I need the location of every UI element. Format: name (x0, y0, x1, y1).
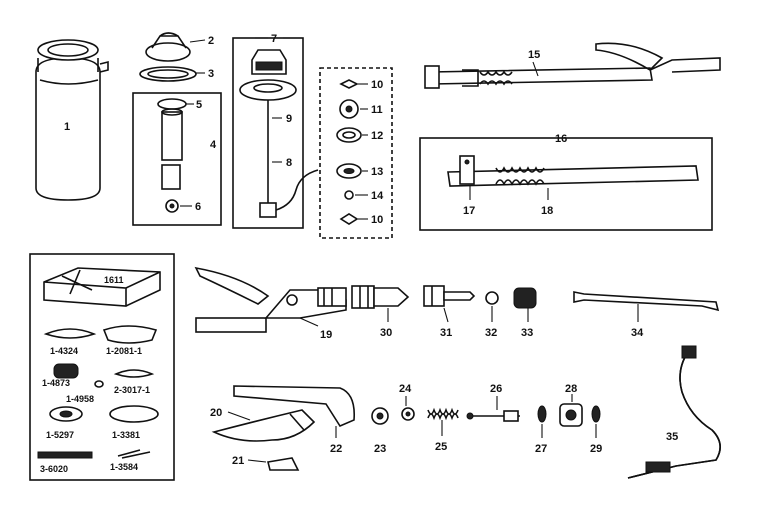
part-26-label: 26 (490, 383, 502, 395)
part-16-label: 16 (555, 133, 567, 145)
part-27-label: 27 (535, 443, 547, 455)
kit-part-1-2081-1-label: 1-2081-1 (106, 346, 142, 356)
part-15-wand-assembly: 15 (424, 42, 721, 89)
part-1-label: 1 (64, 121, 70, 133)
part-21-label: 21 (232, 455, 244, 467)
kit-part-1-4873-label: 1-4873 (42, 378, 70, 388)
part-33-label: 33 (521, 327, 533, 339)
part-32-label: 32 (485, 327, 497, 339)
part-1-tank: 1 (35, 39, 109, 201)
part-7-label: 7 (271, 33, 277, 45)
part-23-label: 23 (374, 443, 386, 455)
part-34-label: 34 (631, 327, 644, 339)
part-16-extension-box: 16 17 18 (419, 133, 713, 231)
part-19-shutoff-handle: 19 (194, 266, 347, 341)
kit-part-1-3584-label: 1-3584 (110, 462, 138, 472)
parts-30-34-fittings: 30 31 32 33 34 (351, 285, 720, 339)
part-2-label: 2 (208, 35, 214, 47)
part-4-pump-cylinder-box: 5 4 6 (132, 92, 222, 226)
kit-part-3-6020-label: 3-6020 (40, 464, 68, 474)
part-29-label: 29 (590, 443, 602, 455)
kit-part-1-5297-label: 1-5297 (46, 430, 74, 440)
part-31-label: 31 (440, 327, 452, 339)
part-6-label: 6 (195, 201, 201, 213)
part-12-label: 12 (371, 130, 383, 142)
part-14-label: 14 (371, 190, 384, 202)
kit-part-1-3381-label: 1-3381 (112, 430, 140, 440)
part-20-label: 20 (210, 407, 222, 419)
part-19-label: 19 (320, 329, 332, 341)
kit-part-1-4958-label: 1-4958 (66, 394, 94, 404)
parts-2-3-cap: 2 3 (139, 32, 214, 82)
parts-23-29-small: 23 24 25 26 27 28 29 (371, 383, 602, 455)
part-13-label: 13 (371, 166, 383, 178)
repair-kit-box: 1611 1-4324 1-2081-1 1-4873 1-4958 2-301… (29, 253, 175, 481)
part-22-label: 22 (330, 443, 342, 455)
part-35-hose: 35 (627, 345, 721, 479)
part-8-label: 8 (286, 157, 292, 169)
part-11-label: 11 (371, 104, 383, 116)
part-28-label: 28 (565, 383, 577, 395)
part-30-label: 30 (380, 327, 392, 339)
part-25-label: 25 (435, 441, 447, 453)
part-9-label: 9 (286, 113, 292, 125)
part-10-bottom-label: 10 (371, 214, 383, 226)
part-24-label: 24 (399, 383, 412, 395)
part-10-top-label: 10 (371, 79, 383, 91)
part-17-label: 17 (463, 205, 475, 217)
part-18-label: 18 (541, 205, 553, 217)
part-4-label: 4 (210, 139, 217, 151)
part-35-label: 35 (666, 431, 678, 443)
parts-10-14-valve-box: 10 11 12 13 14 10 (319, 67, 393, 239)
part-15-label: 15 (528, 49, 540, 61)
kit-part-2-3017-1-label: 2-3017-1 (114, 385, 150, 395)
parts-20-22-handle: 20 21 22 (210, 385, 356, 471)
part-3-label: 3 (208, 68, 214, 80)
kit-box-label: 1611 (104, 275, 124, 285)
kit-part-1-4324-label: 1-4324 (50, 346, 78, 356)
part-5-label: 5 (196, 99, 202, 111)
part-7-plunger-box: 7 9 8 (232, 33, 319, 229)
